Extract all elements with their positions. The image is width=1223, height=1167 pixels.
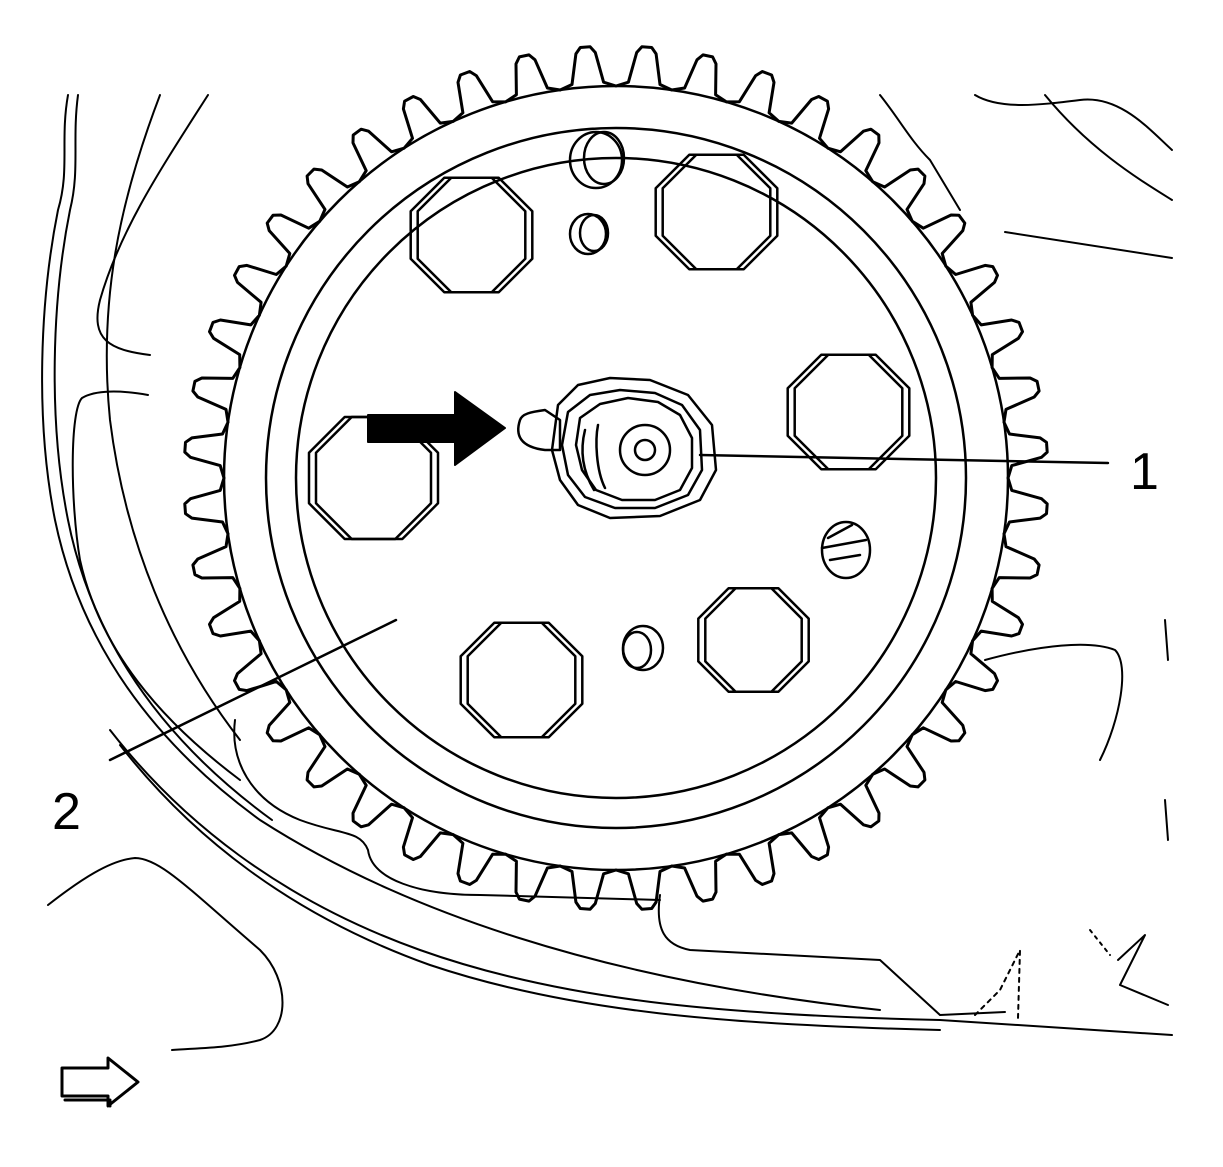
housing-outline	[41, 94, 1173, 1051]
small-hole	[621, 630, 653, 670]
small-hole	[568, 212, 608, 256]
lightening-hole-edge	[661, 153, 779, 271]
small-hole	[582, 130, 626, 186]
lightening-holes	[307, 153, 911, 739]
camshaft-sprocket	[183, 45, 1049, 911]
callout-label-1: 1	[1130, 443, 1159, 501]
lightening-hole-edge	[466, 621, 584, 739]
small-hole	[578, 213, 610, 253]
view-direction-arrow-icon	[60, 1056, 140, 1108]
small-holes	[568, 130, 872, 672]
timing-pin	[820, 523, 868, 562]
sprocket-web	[294, 156, 938, 800]
lightening-hole	[459, 621, 577, 739]
lightening-hole	[786, 353, 904, 471]
leader-line-1	[698, 453, 1110, 465]
lightening-hole-edge	[793, 353, 911, 471]
lightening-hole-edge	[704, 587, 810, 693]
timing-pin-hole	[820, 520, 872, 580]
sprocket-rim-inner	[264, 126, 968, 830]
small-hole	[568, 130, 624, 190]
pointer-arrow-icon	[367, 391, 506, 466]
sprocket-rim-outer	[222, 84, 1010, 872]
leader-line-2	[108, 618, 398, 762]
lightening-hole-edge	[416, 176, 534, 294]
lightening-hole	[697, 587, 803, 693]
callout-label-2: 2	[52, 783, 81, 841]
camshaft-bolt	[517, 376, 718, 520]
arrow-shadow	[63, 1098, 112, 1108]
